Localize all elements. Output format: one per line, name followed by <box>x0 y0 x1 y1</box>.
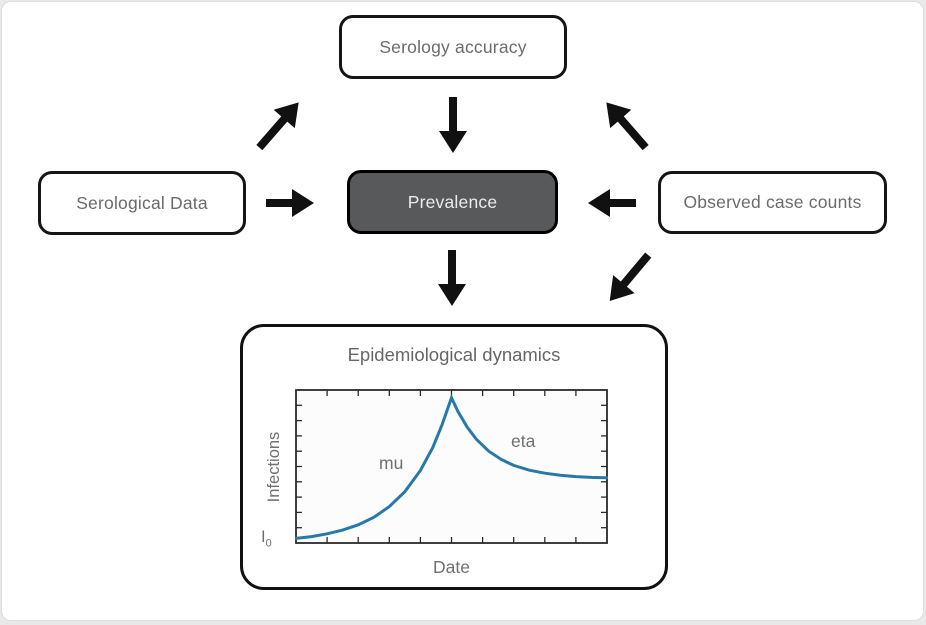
infections-curve <box>295 393 608 540</box>
y-axis-label: Infections <box>265 431 283 503</box>
axis-ticks <box>296 390 607 543</box>
node-serological-data: Serological Data <box>38 171 246 235</box>
arrow-serology-accuracy-to-prevalence-icon <box>439 97 467 153</box>
arrow-observed-case-counts-to-serology-accuracy-icon <box>596 93 656 157</box>
plot-frame <box>295 389 608 544</box>
dynamics-title: Epidemiological dynamics <box>347 344 561 365</box>
decay-rate-annotation: eta <box>511 431 536 451</box>
node-epidemiological-dynamics: Epidemiological dynamics Infections I0 m… <box>240 324 668 590</box>
arrow-observed-case-counts-to-prevalence-icon <box>588 189 636 217</box>
initial-infections-label: I0 <box>261 528 272 550</box>
arrow-serological-data-to-prevalence-icon <box>266 189 314 217</box>
node-serology-accuracy-label: Serology accuracy <box>379 36 527 57</box>
growth-rate-annotation: mu <box>379 453 404 473</box>
x-axis-label: Date <box>433 557 470 577</box>
node-prevalence: Prevalence <box>347 170 558 234</box>
node-prevalence-label: Prevalence <box>407 191 498 212</box>
arrow-prevalence-to-dynamics-icon <box>438 250 466 306</box>
arrow-serological-data-to-serology-accuracy-icon <box>249 93 309 157</box>
node-serology-accuracy: Serology accuracy <box>339 15 567 79</box>
node-observed-case-counts: Observed case counts <box>658 171 887 234</box>
arrow-observed-case-counts-to-dynamics-icon <box>599 246 659 310</box>
infections-curve-plot <box>295 389 608 544</box>
node-serological-data-label: Serological Data <box>76 192 208 213</box>
node-observed-case-counts-label: Observed case counts <box>683 192 862 212</box>
